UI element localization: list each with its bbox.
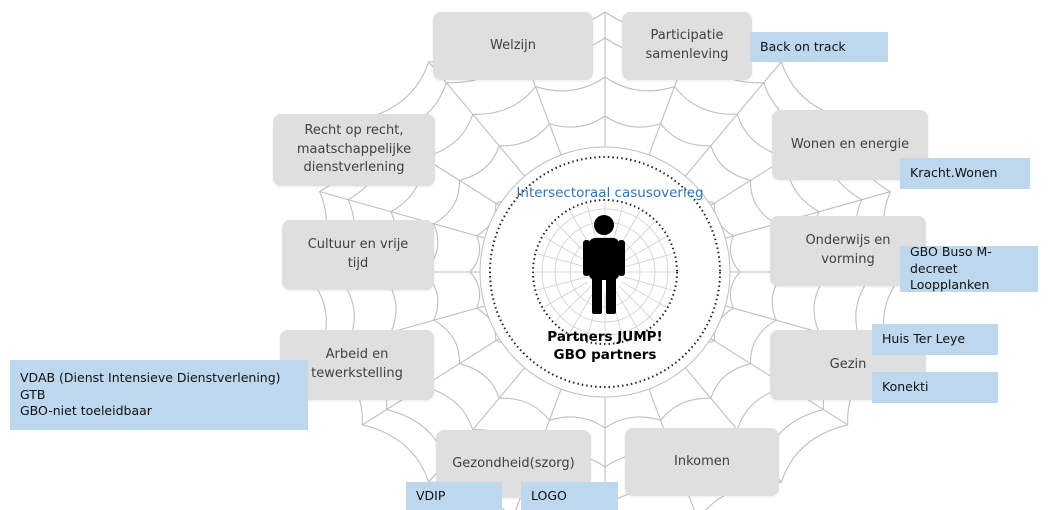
domain-inkomen-label: Inkomen: [674, 453, 730, 469]
partner-vdab: VDAB (Dienst Intensieve Dienstverlening)…: [10, 360, 308, 430]
partner-konekti: Konekti: [872, 372, 998, 403]
center-subtitle-line2: GBO partners: [553, 347, 657, 364]
inner-web-ring: [569, 236, 641, 308]
domain-participatie-line2: samenleving: [645, 47, 729, 62]
partner-gbo-buso: GBO Buso M-decreet Loopplanken: [900, 243, 1038, 293]
inner-web-spoke: [537, 253, 586, 268]
inner-web-spoke: [544, 236, 588, 263]
inner-web-spoke: [618, 222, 655, 259]
partner-vdab-line1: VDAB (Dienst Intensieve Dienstverlening): [20, 369, 281, 385]
inner-web-spoke: [537, 276, 586, 291]
inner-web-spoke: [622, 236, 666, 263]
inner-web-spoke: [622, 281, 666, 308]
domain-onderwijs-line1: Onderwijs en: [805, 233, 891, 249]
center-title: Intersectoraal casusoverleg: [516, 185, 704, 201]
domain-arbeid-line1: Arbeid en: [325, 347, 389, 363]
domain-welzijn: Welzijn: [433, 12, 593, 80]
inner-web-spoke: [555, 285, 592, 322]
person-icon: [583, 215, 625, 314]
partner-logo-label: LOGO: [531, 487, 567, 503]
inner-web-spoke: [544, 281, 588, 308]
domain-participatie-line1: Participatie: [650, 28, 724, 44]
domain-arbeid-line2: tewerkstelling: [311, 366, 403, 381]
partner-logo: LOGO: [521, 482, 618, 510]
domain-gezin-label: Gezin: [829, 356, 867, 372]
domain-recht-line2: maatschappelijke: [296, 141, 412, 157]
partner-vdip-label: VDIP: [416, 487, 446, 503]
partner-back-on-track-label: Back on track: [760, 38, 846, 54]
inner-web-spoke: [624, 253, 673, 268]
partner-konekti-label: Konekti: [882, 379, 929, 395]
web-ring: [424, 115, 786, 429]
domain-recht-line1: Recht op recht,: [304, 122, 404, 138]
domain-participatie: Participatie samenleving: [622, 12, 752, 80]
domain-cultuur: Cultuur en vrije tijd: [282, 220, 434, 290]
inner-web-ring: [541, 208, 669, 336]
partner-back-on-track: Back on track: [750, 32, 888, 62]
domain-welzijn-label: Welzijn: [490, 37, 536, 53]
domain-gezondheid-label: Gezondheid(szorg): [452, 455, 575, 471]
domain-wonen-label: Wonen en energie: [790, 136, 910, 152]
domain-cultuur-line2: tijd: [347, 256, 369, 271]
inner-web-spoke: [624, 276, 673, 291]
partner-vdab-line2: GTB: [20, 386, 46, 402]
partner-kracht-wonen-label: Kracht.Wonen: [910, 165, 998, 181]
inner-web-spoke: [614, 289, 641, 333]
center-subtitle: Partners JUMP! GBO partners: [535, 328, 675, 364]
partner-huis-ter-leye-label: Huis Ter Leye: [882, 331, 966, 347]
domain-recht-line3: dienstverlening: [303, 160, 405, 176]
partner-vdip: VDIP: [406, 482, 502, 510]
domain-cultuur-line1: Cultuur en vrije: [307, 237, 409, 253]
partner-huis-ter-leye: Huis Ter Leye: [872, 324, 998, 355]
outer-dotted-circle: [489, 156, 721, 388]
domain-inkomen: Inkomen: [625, 428, 779, 496]
partner-gbo-buso-line1: GBO Buso M-decreet: [910, 243, 992, 276]
partner-vdab-line3: GBO-niet toeleidbaar: [20, 403, 152, 419]
partner-kracht-wonen: Kracht.Wonen: [900, 158, 1030, 189]
center-subtitle-line1: Partners JUMP!: [547, 329, 663, 345]
partner-gbo-buso-line2: Loopplanken: [910, 277, 990, 293]
inner-web-spoke: [569, 289, 596, 333]
domain-onderwijs-line2: vorming: [821, 252, 875, 267]
inner-web-spoke: [618, 285, 655, 322]
domain-recht: Recht op recht, maatschappelijke dienstv…: [273, 114, 435, 186]
